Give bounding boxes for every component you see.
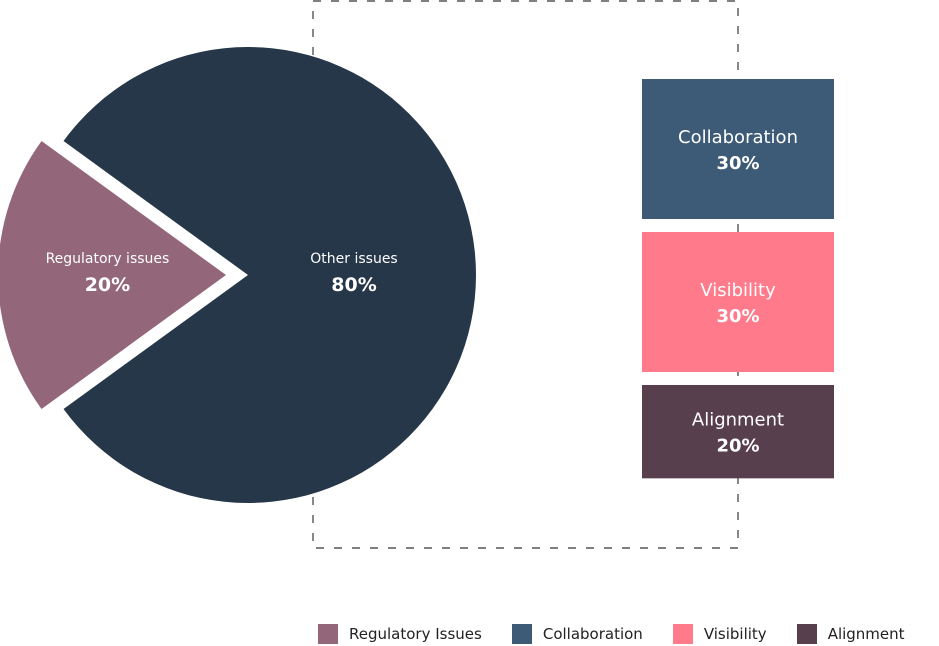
slice-label: Other issues — [310, 251, 397, 267]
breakdown-bar-visibility — [642, 232, 834, 372]
legend-item-collaboration: Collaboration — [511, 624, 643, 644]
breakdown-bars: Collaboration 30% Visibility 30% Alignment 20… — [642, 79, 834, 479]
legend-item-regulatory-issues: Regulatory Issues — [318, 624, 482, 644]
pie: Other issues 80% Regulatory issues 20% — [0, 47, 476, 504]
slice-label: Regulatory issues — [46, 251, 170, 267]
bar-label: Visibility — [700, 280, 776, 301]
bar-value: 20% — [716, 436, 759, 457]
legend-label: Visibility — [703, 625, 767, 643]
pie-slice-regulatory-issues — [0, 140, 226, 410]
breakdown-bar-collaboration — [642, 79, 834, 219]
bar-label: Collaboration — [678, 127, 798, 148]
legend-swatch-visibility — [672, 624, 693, 644]
pie-slice-other-issues — [63, 47, 476, 504]
legend: Regulatory Issues Collaboration Visibili… — [318, 624, 905, 644]
legend-swatch-alignment — [796, 624, 817, 644]
legend-swatch-collaboration — [511, 624, 532, 644]
bar-label: Alignment — [692, 410, 784, 431]
bar-value: 30% — [716, 153, 759, 174]
legend-label: Collaboration — [542, 625, 643, 643]
legend-item-visibility: Visibility — [672, 624, 767, 644]
breakdown-bar-alignment — [642, 385, 834, 479]
legend-swatch-regulatory-issues — [318, 624, 338, 644]
legend-label: Alignment — [827, 625, 905, 643]
legend-item-alignment: Alignment — [796, 624, 905, 644]
slice-value: 20% — [85, 274, 130, 296]
bar-value: 30% — [716, 306, 759, 327]
slice-value: 80% — [331, 274, 376, 296]
legend-label: Regulatory Issues — [349, 625, 482, 643]
